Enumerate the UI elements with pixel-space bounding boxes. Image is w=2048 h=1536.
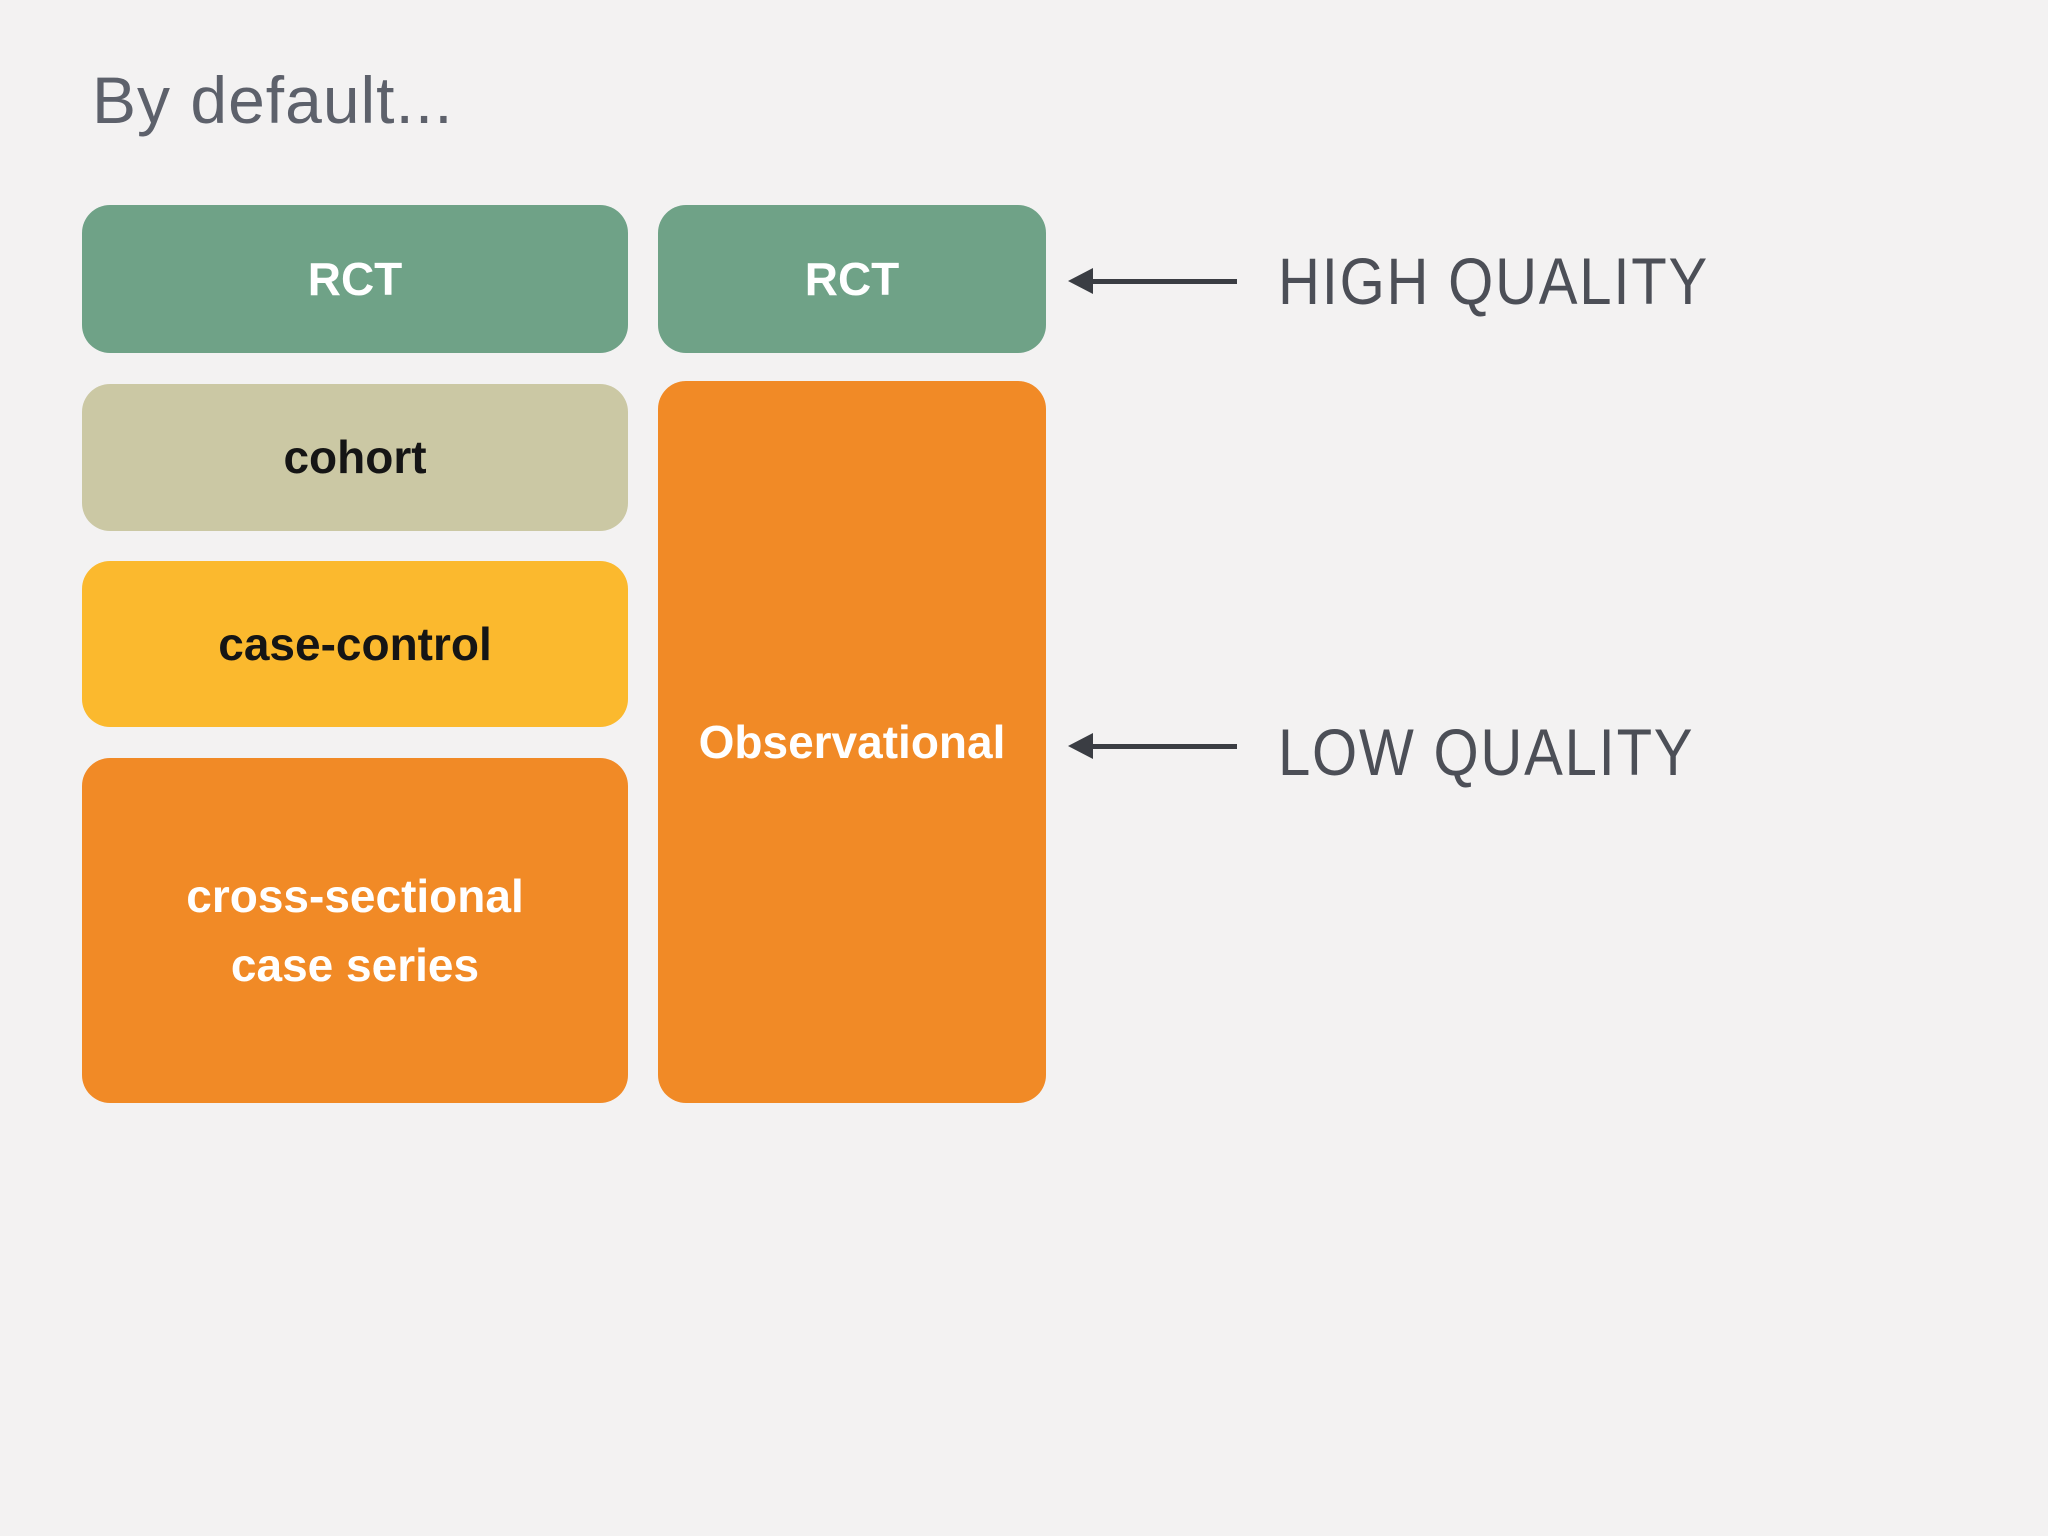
left-arrowhead-icon	[1068, 268, 1093, 294]
arrow-line	[1090, 279, 1237, 284]
low-quality-label: LOW QUALITY	[1278, 719, 1751, 785]
arrow-line	[1090, 744, 1237, 749]
box-observational: Observational	[658, 381, 1046, 1103]
box-cross-sectional-label-line2: case series	[230, 938, 480, 991]
high-quality-label-text: HIGH QUALITY	[1278, 244, 1709, 318]
box-rct-right-label: RCT	[804, 252, 900, 305]
box-cohort: cohort	[82, 384, 628, 531]
left-arrowhead-icon	[1068, 733, 1093, 759]
box-cross-sectional-label-line1: cross-sectional	[186, 869, 524, 922]
box-case-control-label: case-control	[218, 617, 492, 670]
box-rct-right: RCT	[658, 205, 1046, 353]
slide-title: By default...	[92, 63, 454, 137]
box-cross-sectional-case-series: cross-sectional case series	[82, 758, 628, 1103]
low-quality-label-text: LOW QUALITY	[1278, 715, 1695, 789]
box-cohort-label: cohort	[283, 431, 427, 483]
box-case-control: case-control	[82, 561, 628, 727]
box-observational-label: Observational	[698, 715, 1006, 768]
box-rct-left-label: RCT	[307, 252, 403, 305]
high-quality-label: HIGH QUALITY	[1278, 248, 1768, 314]
box-rct-left: RCT	[82, 205, 628, 353]
